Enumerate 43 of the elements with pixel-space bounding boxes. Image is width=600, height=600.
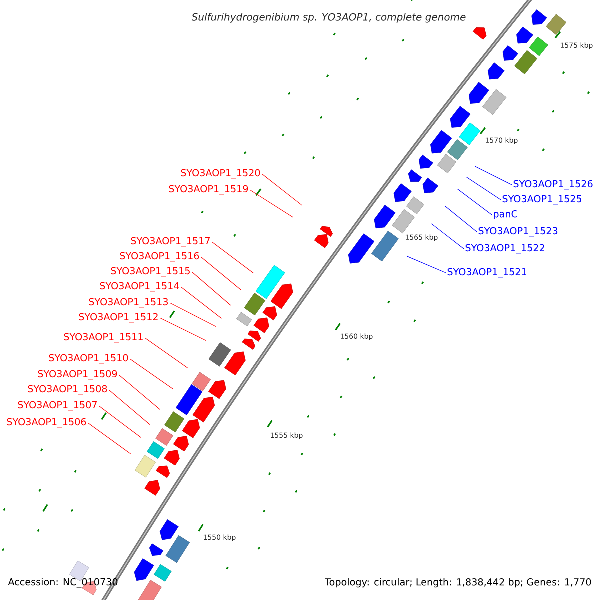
gene-label: SYO3AOP1_1506	[7, 418, 86, 428]
leader-line	[108, 390, 150, 426]
gene-label: SYO3AOP1_1520	[181, 169, 260, 179]
gene-label: SYO3AOP1_1521	[448, 268, 526, 278]
leader-line	[192, 272, 232, 306]
gene-label: panC	[494, 210, 518, 220]
leader-line	[130, 358, 174, 390]
leader-line	[180, 286, 222, 319]
leader-line	[160, 318, 207, 342]
leader-line	[118, 374, 160, 410]
leader-line	[474, 166, 512, 186]
gene-label: SYO3AOP1_1522	[466, 244, 544, 254]
leader-line	[212, 242, 254, 274]
gene-label: SYO3AOP1_1517	[131, 237, 210, 247]
gene-label: SYO3AOP1_1507	[18, 401, 97, 411]
info-text: Topology: circular; Length: 1,838,442 bp; Genes: 1,770	[325, 578, 592, 588]
gene-label: SYO3AOP1_1526	[514, 180, 593, 190]
leader-line	[431, 224, 464, 250]
gene-label: SYO3AOP1_1510	[49, 354, 128, 364]
gene-label: SYO3AOP1_1512	[79, 313, 158, 323]
gene-label: SYO3AOP1_1513	[89, 298, 168, 308]
gene-label: SYO3AOP1_1525	[502, 195, 582, 205]
leader-line	[457, 188, 492, 216]
gene-label: SYO3AOP1_1514	[100, 282, 180, 292]
title: Sulfurihydrogenibium sp. YO3AOP1, complete genome	[192, 13, 466, 23]
gene-label: SYO3AOP1_1508	[28, 385, 108, 395]
gene-label: SYO3AOP1_1509	[38, 370, 118, 380]
leader-line	[444, 206, 478, 232]
gene-label: SYO3AOP1_1519	[169, 185, 248, 195]
gene-label: SYO3AOP1_1523	[478, 227, 558, 237]
info-text: Accession: NC_010730	[8, 578, 118, 588]
gene-label: SYO3AOP1_1515	[111, 267, 190, 277]
leader-line	[262, 174, 303, 206]
leader-line	[250, 190, 294, 218]
leader-line	[200, 256, 242, 291]
leader-line	[170, 302, 216, 328]
gene-label: SYO3AOP1_1511	[64, 333, 143, 343]
leader-line	[466, 177, 502, 200]
leader-line	[144, 338, 188, 368]
leader-line	[98, 406, 142, 438]
gene-label: SYO3AOP1_1516	[120, 252, 200, 262]
leader-line	[407, 256, 446, 274]
leader-line	[88, 422, 132, 454]
